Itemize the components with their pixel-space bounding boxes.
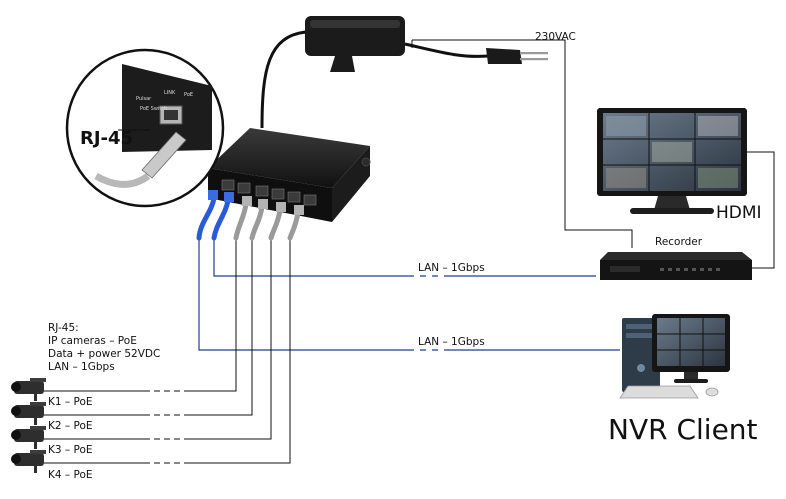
- monitor: [597, 108, 747, 214]
- camera-k1-label: K1 – PoE: [48, 396, 93, 408]
- hdmi-label: HDMI: [716, 203, 762, 223]
- monitor-stand: [630, 208, 714, 214]
- mains-plug-pin-bottom: [520, 58, 548, 61]
- cable-plugs: [208, 190, 304, 215]
- grey-cable-1: [233, 201, 249, 241]
- recorder-front-buttons: [660, 268, 720, 271]
- lan-line-client: [198, 238, 620, 351]
- lan-line-recorder: [213, 238, 596, 277]
- camera-k2-icon: [11, 402, 46, 425]
- power-adapter: [260, 16, 548, 129]
- adapter-dc-cable: [260, 30, 307, 129]
- adapter-highlight: [310, 20, 400, 28]
- camera-line-k2: [44, 238, 253, 416]
- lan-client-label: LAN – 1Gbps: [418, 336, 485, 348]
- adapter-mount-tab: [330, 56, 355, 72]
- inset-poe-label: PoE: [184, 92, 194, 98]
- blue-cable-1: [196, 195, 217, 241]
- pc-monitor-screen: [657, 318, 725, 366]
- adapter-ac-cable: [404, 42, 489, 58]
- camera-lines: [44, 238, 291, 464]
- pc-keyboard: [619, 385, 699, 399]
- ac-line-to-recorder: [412, 39, 633, 248]
- inset-cable: [94, 172, 151, 188]
- camera-k4-label: K4 – PoE: [48, 469, 93, 481]
- recorder-top: [600, 252, 752, 260]
- hdmi-line: [747, 151, 775, 269]
- camera-k1-icon: [11, 378, 46, 401]
- switch-top: [208, 128, 370, 188]
- camera-k3-icon: [11, 426, 46, 449]
- mains-plug-body: [486, 48, 522, 64]
- camera-k3-label: K3 – PoE: [48, 444, 93, 456]
- inset-brand-label: Pulsar: [136, 96, 152, 102]
- camera-line-breaks: [150, 390, 184, 464]
- camera-k2-label: K2 – PoE: [48, 420, 93, 432]
- recorder-label: Recorder: [655, 236, 703, 248]
- inset-link-label: LINK: [164, 90, 176, 96]
- pc-power-button: [637, 364, 645, 372]
- inset-poe-switch-label: PoE Switch: [140, 106, 168, 112]
- grey-cable-4: [287, 209, 301, 241]
- blue-cable-2: [211, 197, 231, 241]
- patch-cables: [196, 195, 301, 241]
- grey-cable-3: [268, 207, 283, 241]
- camera-k4-icon: [11, 450, 46, 473]
- nvr-client-pc: [619, 314, 730, 399]
- poe-switch: [208, 128, 371, 222]
- pc-mouse: [705, 387, 719, 397]
- lan-lines: [198, 238, 620, 351]
- rj45-inset-label: RJ-45: [80, 128, 134, 149]
- camera-line-k1: [44, 238, 237, 392]
- grey-cable-2: [249, 204, 265, 241]
- lan-recorder-label: LAN – 1Gbps: [418, 262, 485, 274]
- notes-line-2: IP cameras – PoE: [48, 335, 137, 347]
- nvr-client-label: NVR Client: [608, 413, 758, 446]
- voltage-label: 230VAC: [535, 31, 576, 43]
- mains-plug-pin-top: [520, 52, 548, 55]
- rj45-inset: [65, 48, 225, 208]
- camera-line-k4: [44, 238, 291, 464]
- monitor-video-grid: [603, 113, 741, 191]
- notes-line-1: RJ-45:: [48, 322, 79, 334]
- inset-plug: [141, 131, 187, 179]
- switch-side: [332, 146, 370, 222]
- notes-line-4: LAN – 1Gbps: [48, 361, 115, 373]
- camera-line-k3: [44, 238, 272, 440]
- monitor-neck: [654, 196, 690, 210]
- switch-ports: [221, 179, 317, 206]
- recorder-device: [600, 252, 752, 280]
- notes-line-3: Data + power 52VDC: [48, 348, 161, 360]
- lan-line-breaks: [414, 275, 444, 351]
